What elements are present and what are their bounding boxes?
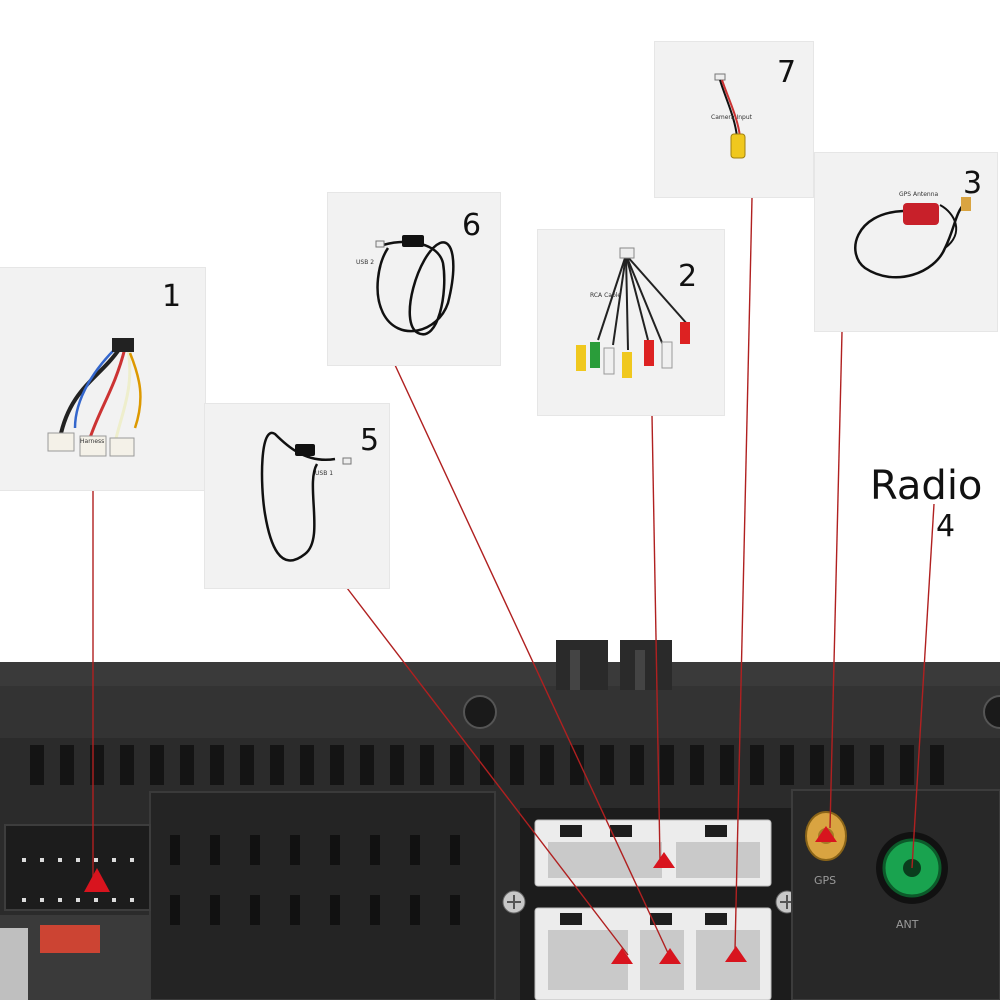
accessory-caption-2: RCA Cable bbox=[590, 292, 622, 299]
radio-label: Radio bbox=[870, 463, 983, 509]
accessory-caption-5: USB 1 bbox=[315, 470, 334, 477]
main-power-connector bbox=[4, 824, 151, 911]
marker-5-icon bbox=[611, 948, 633, 964]
accessory-card-3: 3 GPS Antenna bbox=[815, 153, 997, 331]
accessory-caption-3: GPS Antenna bbox=[899, 191, 939, 198]
accessory-card-6: 6 USB 2 bbox=[328, 193, 500, 365]
accessory-card-7: 7 Camera Input bbox=[655, 42, 813, 197]
accessory-number-3: 3 bbox=[963, 166, 983, 201]
accessory-caption-1: Harness bbox=[80, 438, 105, 445]
gps-antenna-icon bbox=[854, 197, 971, 279]
gps-port-label: GPS bbox=[814, 874, 837, 887]
camera-input-cable-icon bbox=[714, 73, 746, 159]
accessory-number-5: 5 bbox=[360, 423, 380, 458]
radio-number: 4 bbox=[936, 509, 956, 544]
rca-cable-icon bbox=[576, 247, 690, 378]
marker-2-icon bbox=[653, 852, 675, 868]
marker-1-icon bbox=[84, 868, 110, 892]
usb-cable-2-icon bbox=[375, 235, 455, 336]
accessory-card-1: 1 Harness bbox=[0, 268, 205, 490]
wire-harness-icon bbox=[47, 338, 142, 457]
accessory-number-1: 1 bbox=[162, 279, 182, 314]
usb-cable-1-icon bbox=[260, 431, 352, 562]
accessory-card-2: 2 RCA Cable bbox=[538, 230, 724, 415]
marker-7-icon bbox=[725, 946, 747, 962]
accessory-number-2: 2 bbox=[678, 259, 698, 294]
accessory-card-5: 5 USB 1 bbox=[205, 404, 389, 588]
marker-6-icon bbox=[659, 948, 681, 964]
marker-3-icon bbox=[815, 826, 837, 842]
accessory-caption-6: USB 2 bbox=[356, 259, 375, 266]
ant-port-label: ANT bbox=[896, 918, 919, 931]
accessory-number-7: 7 bbox=[777, 55, 797, 90]
mount-hole-icon bbox=[463, 695, 497, 729]
accessory-caption-7: Camera Input bbox=[711, 114, 752, 121]
accessory-number-6: 6 bbox=[462, 208, 482, 243]
fuse-icon bbox=[40, 925, 100, 953]
